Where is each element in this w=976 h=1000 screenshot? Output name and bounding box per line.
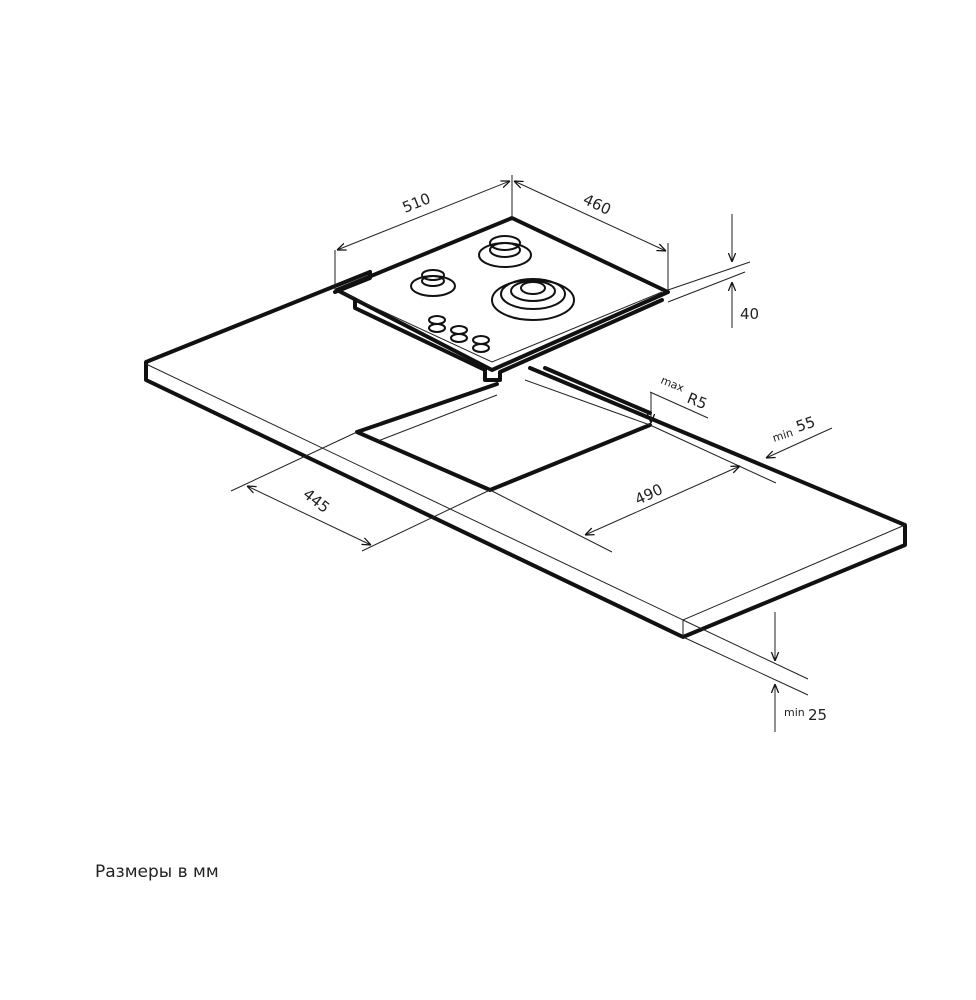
units-caption: Размеры в мм [95, 862, 219, 882]
dimension-corner-radius: max R5 [650, 374, 710, 423]
knob [450, 325, 468, 343]
knob [428, 315, 446, 333]
label-510: 510 [400, 189, 433, 216]
dimension-cutout-width: 490 [489, 424, 777, 553]
burner-medium [478, 235, 532, 268]
label-55: 55 [794, 413, 818, 436]
worktop [144, 270, 907, 639]
dimension-cutout-depth: 445 [230, 431, 491, 552]
label-min-25-prefix: min [784, 706, 805, 719]
knob [472, 335, 490, 353]
dimension-back-clearance: min 55 [766, 413, 833, 458]
label-max: max [659, 374, 687, 395]
dimension-hob-depth: 460 [514, 181, 669, 290]
label-40: 40 [740, 305, 759, 323]
label-25: 25 [808, 706, 827, 724]
label-min: min [771, 426, 795, 445]
dimension-worktop-thickness: min 25 [682, 612, 827, 732]
label-445: 445 [300, 485, 334, 517]
worktop-cutout [355, 379, 652, 492]
label-490: 490 [632, 480, 666, 508]
control-knobs [428, 315, 490, 353]
dimension-hob-height: 40 [667, 214, 759, 328]
label-460: 460 [580, 190, 614, 218]
gas-hob [335, 216, 670, 382]
burner-small [410, 269, 456, 297]
burner-large [491, 278, 575, 321]
